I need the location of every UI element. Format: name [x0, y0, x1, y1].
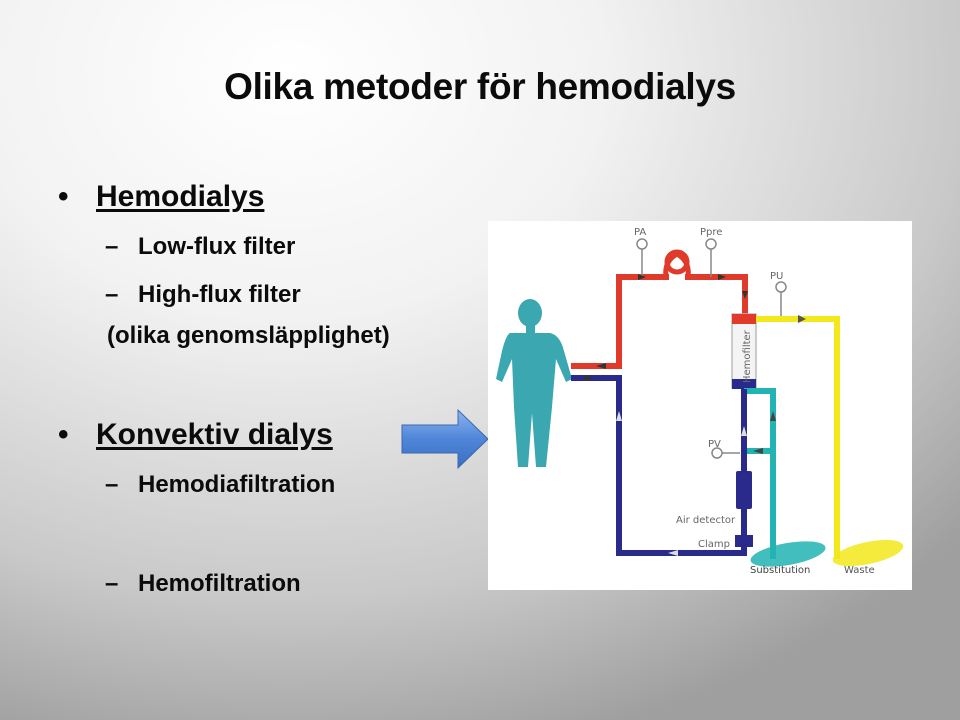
sub-low-flux-label: Low-flux filter — [138, 233, 296, 260]
dash: – — [105, 570, 119, 597]
dash: – — [105, 281, 119, 308]
label-hemofilter: Hemofilter — [742, 329, 753, 383]
label-ppre: Ppre — [700, 227, 722, 238]
label-waste: Waste — [844, 565, 875, 576]
label-clamp: Clamp — [698, 539, 730, 550]
bullet-dot: • — [58, 418, 69, 451]
sub-hemofiltration-label: Hemofiltration — [138, 570, 301, 597]
bullet-hemodialys-label: Hemodialys — [96, 180, 265, 213]
sub-low-flux: – Low-flux filter — [105, 233, 296, 261]
slide-title: Olika metoder för hemodialys — [224, 66, 736, 107]
patient-figure-icon — [496, 299, 572, 467]
sub-hemofiltration: – Hemofiltration — [105, 570, 301, 598]
dash: – — [105, 471, 119, 498]
dash: – — [105, 233, 119, 260]
bullet-konvektiv-label: Konvektiv dialys — [96, 418, 333, 451]
sub-hemodiafiltration-label: Hemodiafiltration — [138, 471, 336, 498]
label-pv: PV — [708, 439, 721, 450]
sub-hemodiafiltration: – Hemodiafiltration — [105, 471, 336, 499]
bullet-hemodialys: • Hemodialys — [58, 180, 265, 214]
right-arrow-icon — [401, 408, 489, 470]
bullet-dot: • — [58, 180, 69, 213]
sub-high-flux-label: High-flux filter — [138, 281, 301, 308]
label-pa: PA — [634, 227, 646, 238]
label-substitution: Substitution — [750, 565, 810, 576]
label-air-detector: Air detector — [676, 515, 736, 526]
note-genomslapplighet: (olika genomsläpplighet) — [107, 322, 390, 349]
sub-high-flux: – High-flux filter — [105, 281, 301, 309]
label-pu: PU — [770, 271, 783, 282]
hemofiltration-circuit-diagram: PA Ppre PU PV Air detector Clamp Hemofil… — [488, 221, 912, 590]
bullet-konvektiv: • Konvektiv dialys — [58, 418, 333, 452]
